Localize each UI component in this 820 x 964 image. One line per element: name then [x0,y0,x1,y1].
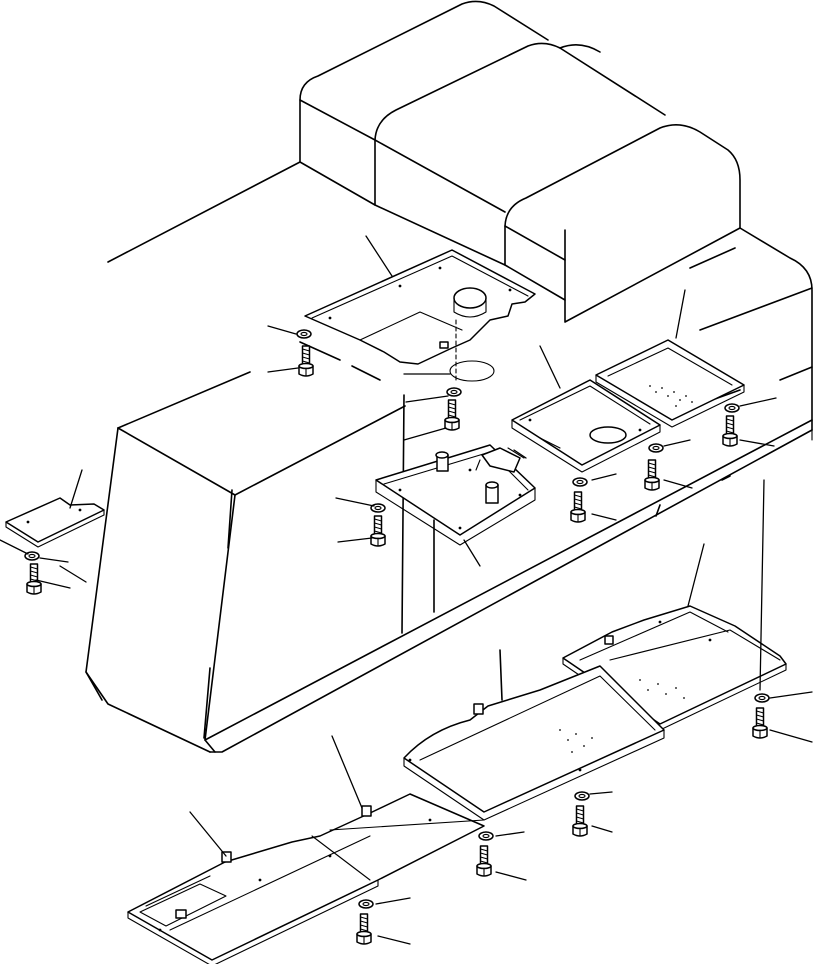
bolt [644,459,660,491]
bolt [572,805,588,837]
bolt [298,345,314,377]
washer [572,477,588,487]
washer [754,693,770,703]
bolt [570,491,586,523]
washer [724,403,740,413]
engine-hood-body [85,0,813,753]
leader-lines [0,235,813,945]
upper-access-cover-right-b [595,339,745,428]
bolt [752,707,768,739]
bolt [722,415,738,447]
washer [358,899,374,909]
washer [296,329,312,339]
fasteners-group [24,329,770,945]
bolt [370,515,386,547]
bolt [26,563,42,595]
floor-undercover-front [127,793,485,964]
bolt [476,845,492,877]
washer [574,791,590,801]
bolt [444,399,460,431]
side-small-cover [5,497,105,548]
upper-access-cover-right-a [511,379,661,473]
washer [648,443,664,453]
upper-access-cover-center [375,444,536,546]
upper-access-cover-left [304,249,536,382]
bolt [356,913,372,945]
washer [370,503,386,513]
washer [478,831,494,841]
washer [446,387,462,397]
